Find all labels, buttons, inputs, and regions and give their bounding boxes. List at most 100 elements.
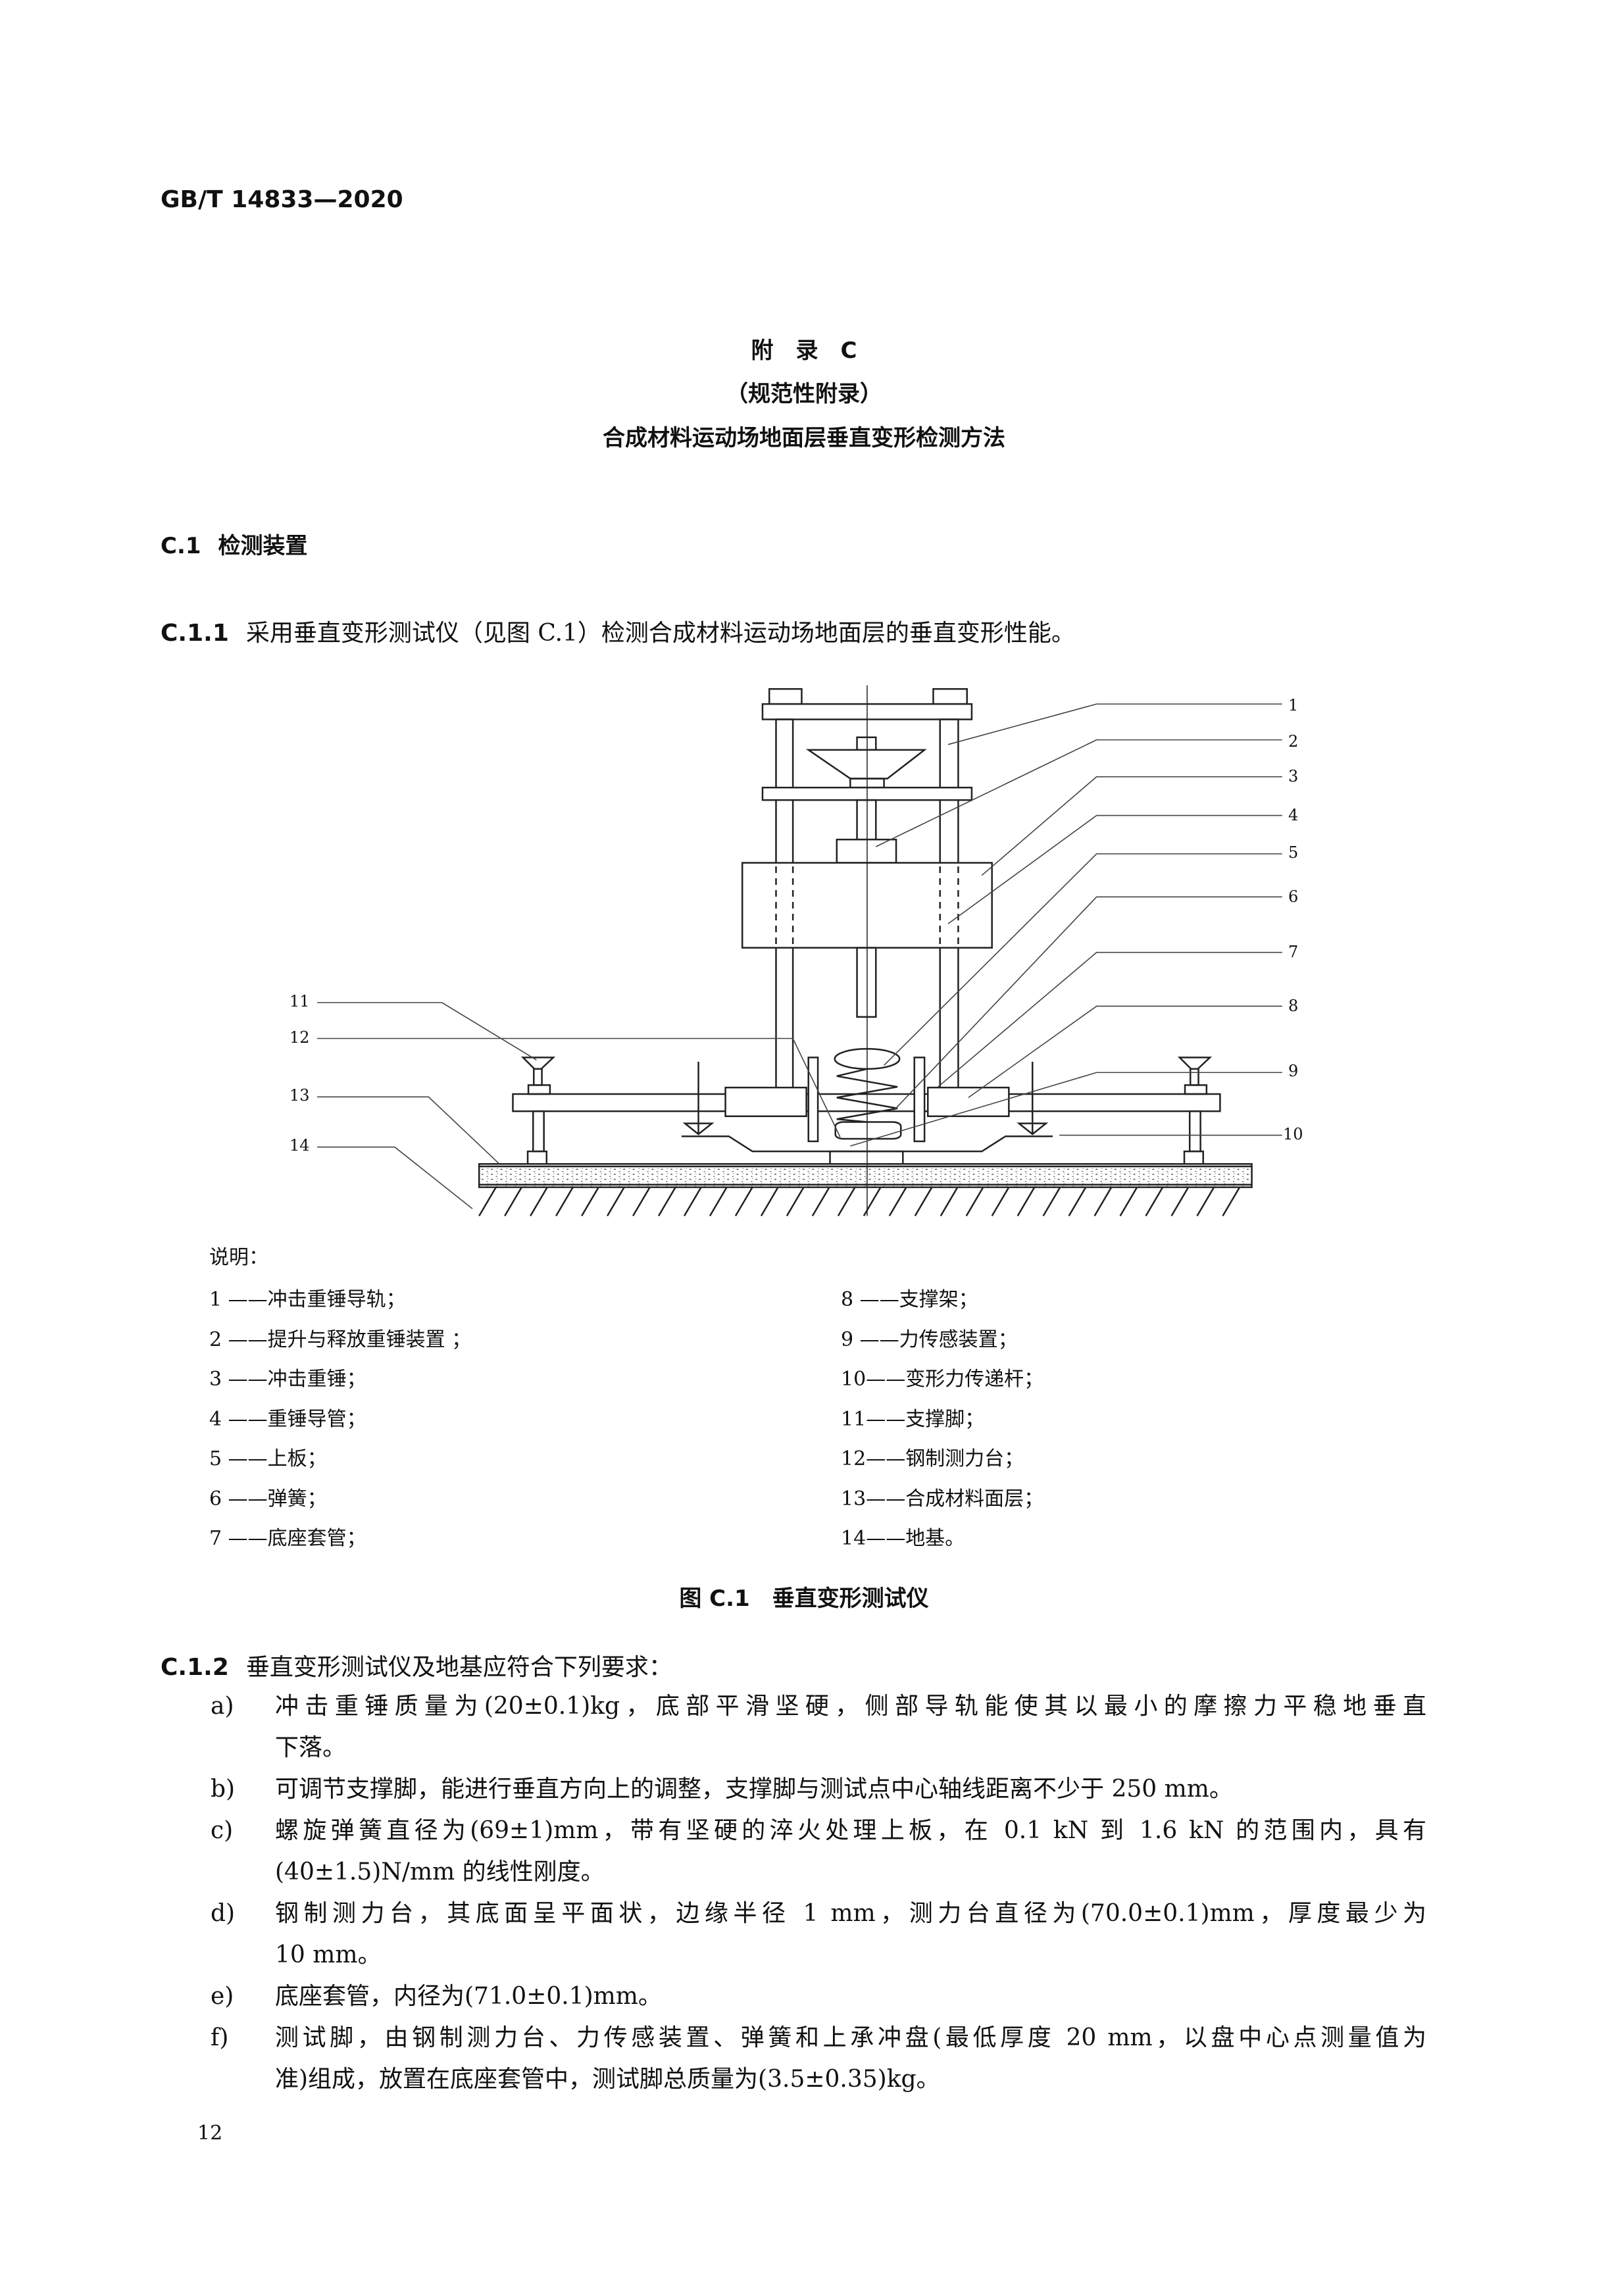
- item-text-line: 冲击重锤质量为(20±0.1)kg，底部平滑坚硬，侧部导轨能使其以最小的摩擦力平…: [275, 1693, 1426, 1720]
- part-label-5: 5: [1288, 843, 1299, 862]
- ground-hatch-line: [530, 1187, 547, 1216]
- legend-item: 5 ——上板；: [209, 1447, 327, 1470]
- ground-hatch-line: [1172, 1187, 1189, 1216]
- ground-hatch-line: [684, 1187, 701, 1216]
- legend-item: 10——变形力传递杆；: [841, 1368, 1044, 1391]
- item-marker: d): [211, 1900, 236, 1927]
- item-text-line: (40±1.5)N/mm 的线性刚度。: [275, 1859, 605, 1885]
- part-label-10: 10: [1283, 1125, 1303, 1143]
- requirement-item: d) 钢制测力台，其底面呈平面状，边缘半径 1 mm，测力台直径为(70.0±0.…: [211, 1893, 1426, 1976]
- part-label-13: 13: [289, 1086, 310, 1105]
- item-text-line: 钢制测力台，其底面呈平面状，边缘半径 1 mm，测力台直径为(70.0±0.1)…: [275, 1900, 1426, 1927]
- legend-item: 1 ——冲击重锤导轨；: [209, 1288, 406, 1311]
- clause-number: C.1.2: [161, 1654, 229, 1681]
- item-marker: e): [211, 1983, 234, 2010]
- ground-hatch-line: [992, 1187, 1009, 1216]
- requirement-item: a) 冲击重锤质量为(20±0.1)kg，底部平滑坚硬，侧部导轨能使其以最小的摩擦…: [211, 1685, 1426, 1768]
- ground-hatch-line: [505, 1187, 522, 1216]
- figure-caption: 图 C.1 垂直变形测试仪: [0, 1580, 1608, 1612]
- item-text-line: 螺旋弹簧直径为(69±1)mm，带有坚硬的淬火处理上板，在 0.1 kN 到 1…: [275, 1817, 1426, 1844]
- ground-hatch-line: [838, 1187, 855, 1216]
- part-label-3: 3: [1288, 767, 1299, 786]
- ground-hatch-line: [941, 1187, 958, 1216]
- figure-title: 垂直变形测试仪: [772, 1585, 929, 1612]
- part-label-9: 9: [1288, 1062, 1299, 1080]
- part-label-2: 2: [1288, 732, 1299, 751]
- item-text-line: 测试脚，由钢制测力台、力传感装置、弹簧和上承冲盘(最低厚度 20 mm，以盘中心…: [275, 2024, 1426, 2051]
- vertical-deformation-tester-diagram: [263, 671, 1316, 1230]
- page-number: 12: [197, 2122, 223, 2145]
- ground-hatch-line: [890, 1187, 907, 1216]
- part-label-12: 12: [289, 1028, 310, 1047]
- figure-number: 图 C.1: [679, 1585, 750, 1612]
- part-label-1: 1: [1288, 696, 1299, 714]
- standard-number: GB/T 14833—2020: [161, 186, 403, 213]
- part-label-11: 11: [289, 992, 310, 1011]
- ground-hatch-line: [479, 1187, 496, 1216]
- item-text-line: 可调节支撑脚，能进行垂直方向上的调整，支撑脚与测试点中心轴线距离不少于 250 …: [275, 1776, 1233, 1803]
- item-marker: f): [211, 2024, 229, 2051]
- requirement-item: e) 底座套管，内径为(71.0±0.1)mm。: [211, 1976, 1426, 2017]
- requirement-item: f) 测试脚，由钢制测力台、力传感装置、弹簧和上承冲盘(最低厚度 20 mm，以盘…: [211, 2017, 1426, 2100]
- ground-hatch-line: [1146, 1187, 1163, 1216]
- annex-title: 合成材料运动场地面层垂直变形检测方法: [603, 425, 1005, 451]
- item-marker: c): [211, 1817, 234, 1844]
- ground-hatch-line: [1095, 1187, 1112, 1216]
- part-label-7: 7: [1288, 943, 1299, 961]
- ground-hatch-line: [761, 1187, 778, 1216]
- ground-hatch-line: [1018, 1187, 1035, 1216]
- ground-hatch-line: [787, 1187, 804, 1216]
- ground-hatch-line: [915, 1187, 932, 1216]
- part-label-8: 8: [1288, 997, 1299, 1015]
- requirement-item: c) 螺旋弹簧直径为(69±1)mm，带有坚硬的淬火处理上板，在 0.1 kN 到…: [211, 1810, 1426, 1893]
- item-text-line: 10 mm。: [275, 1941, 382, 1968]
- ground-hatch-line: [607, 1187, 624, 1216]
- requirement-item: b)可调节支撑脚，能进行垂直方向上的调整，支撑脚与测试点中心轴线距离不少于 25…: [211, 1768, 1426, 1810]
- ground-hatch-line: [864, 1187, 881, 1216]
- legend-item: 7 ——底座套管；: [209, 1527, 366, 1550]
- clause-text: 垂直变形测试仪及地基应符合下列要求：: [245, 1654, 672, 1681]
- ground-hatch-line: [1069, 1187, 1086, 1216]
- ground-hatch-line: [633, 1187, 650, 1216]
- legend-item: 12——钢制测力台；: [841, 1447, 1024, 1470]
- section-title: 检测装置: [218, 533, 308, 559]
- clause-c11: C.1.1 采用垂直变形测试仪（见图 C.1）检测合成材料运动场地面层的垂直变形性…: [161, 614, 1075, 648]
- legend-item: 9 ——力传感装置；: [841, 1328, 1018, 1351]
- legend-item: 4 ——重锤导管；: [209, 1407, 366, 1431]
- item-text-line: 底座套管，内径为(71.0±0.1)mm。: [275, 1983, 662, 2010]
- ground-hatch-line: [556, 1187, 573, 1216]
- ground-hatch-line: [1222, 1187, 1240, 1216]
- part-label-14: 14: [289, 1136, 310, 1155]
- part-label-6: 6: [1288, 887, 1299, 906]
- section-number: C.1: [161, 533, 201, 559]
- annex-type: （规范性附录）: [726, 381, 882, 407]
- legend-item: 2 ——提升与释放重锤装置 ；: [209, 1328, 472, 1351]
- ground-hatch-line: [967, 1187, 984, 1216]
- item-text-line: 下落。: [275, 1734, 347, 1761]
- clause-text: 采用垂直变形测试仪（见图 C.1）检测合成材料运动场地面层的垂直变形性能。: [245, 620, 1075, 647]
- legend-item: 3 ——冲击重锤；: [209, 1368, 366, 1391]
- ground-hatch-line: [1043, 1187, 1061, 1216]
- ground-hatch-line: [1197, 1187, 1214, 1216]
- legend-item: 6 ——弹簧；: [209, 1487, 327, 1510]
- ground-hatch-line: [813, 1187, 830, 1216]
- clause-c12: C.1.2 垂直变形测试仪及地基应符合下列要求：: [161, 1648, 672, 1682]
- legend-item: 11——支撑脚；: [841, 1407, 985, 1431]
- part-label-4: 4: [1288, 806, 1299, 824]
- legend-left-column: 1 ——冲击重锤导轨； 2 ——提升与释放重锤装置 ； 3 ——冲击重锤； 4 …: [209, 1280, 471, 1559]
- ground-hatch-line: [736, 1187, 753, 1216]
- legend-title: 说明：: [209, 1246, 268, 1269]
- annex-label: 附 录 C: [751, 337, 857, 364]
- legend-right-column: 8 ——支撑架； 9 ——力传感装置； 10——变形力传递杆； 11——支撑脚；…: [841, 1280, 1043, 1559]
- legend-item: 14——地基。: [841, 1527, 965, 1550]
- ground-hatch-line: [582, 1187, 599, 1216]
- section-heading-c1: C.1 检测装置: [161, 528, 308, 560]
- legend-item: 8 ——支撑架；: [841, 1288, 978, 1311]
- item-text-line: 准)组成，放置在底座套管中，测试脚总质量为(3.5±0.35)kg。: [275, 2066, 940, 2093]
- item-marker: a): [211, 1693, 234, 1720]
- requirements-list: a) 冲击重锤质量为(20±0.1)kg，底部平滑坚硬，侧部导轨能使其以最小的摩擦…: [211, 1685, 1426, 2100]
- clause-number: C.1.1: [161, 620, 229, 647]
- legend-item: 13——合成材料面层；: [841, 1487, 1044, 1510]
- ground-hatch-line: [659, 1187, 676, 1216]
- ground-hatch-line: [710, 1187, 727, 1216]
